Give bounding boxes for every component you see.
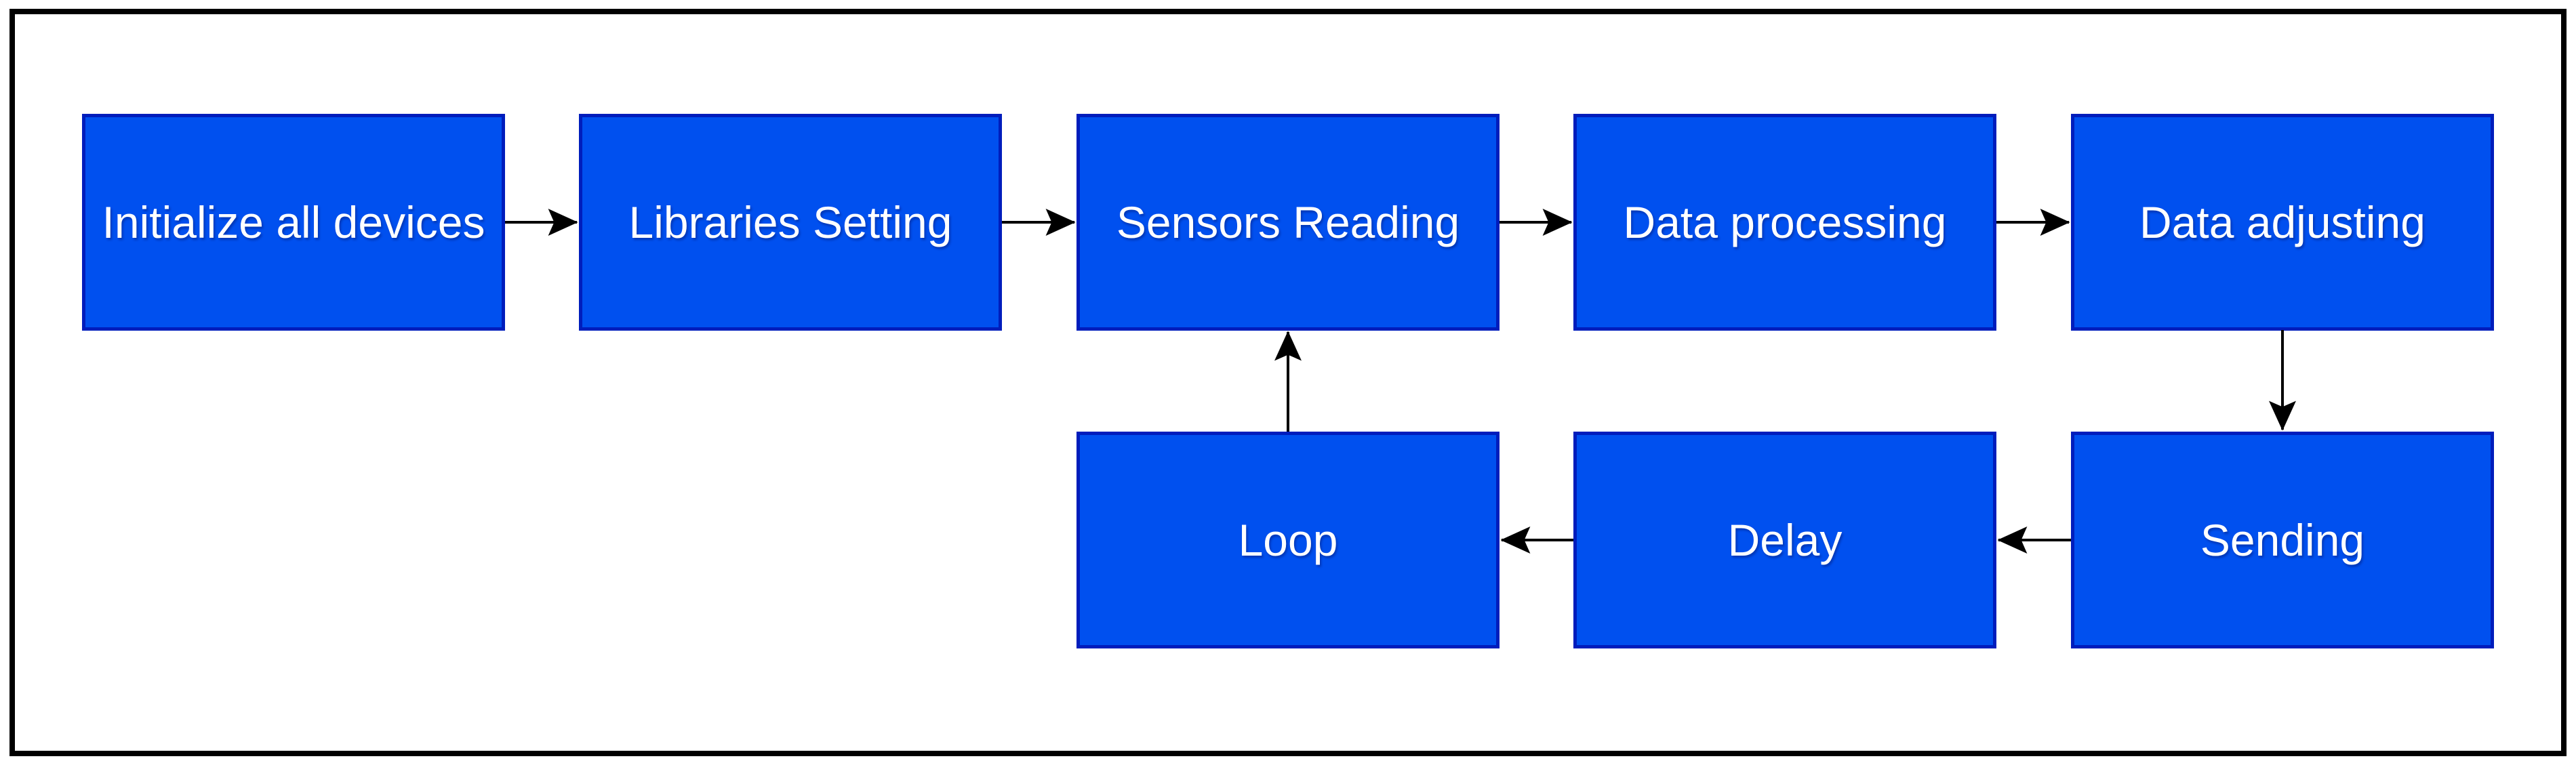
node-libraries-setting[interactable]: Libraries Setting — [579, 114, 1002, 331]
node-label: Sensors Reading — [1116, 197, 1460, 247]
node-label: Data processing — [1623, 197, 1947, 247]
node-label: Loop — [1238, 515, 1338, 565]
node-data-processing[interactable]: Data processing — [1573, 114, 1996, 331]
node-label: Initialize all devices — [102, 197, 485, 247]
node-label: Libraries Setting — [628, 197, 952, 247]
node-label: Sending — [2200, 515, 2365, 565]
node-delay[interactable]: Delay — [1573, 432, 1996, 648]
node-label: Data adjusting — [2139, 197, 2426, 247]
node-sensors-reading[interactable]: Sensors Reading — [1076, 114, 1500, 331]
node-label: Delay — [1727, 515, 1843, 565]
node-sending[interactable]: Sending — [2071, 432, 2494, 648]
diagram-border-frame — [9, 9, 2567, 756]
node-data-adjusting[interactable]: Data adjusting — [2071, 114, 2494, 331]
node-initialize-all-devices[interactable]: Initialize all devices — [82, 114, 505, 331]
node-loop[interactable]: Loop — [1076, 432, 1500, 648]
